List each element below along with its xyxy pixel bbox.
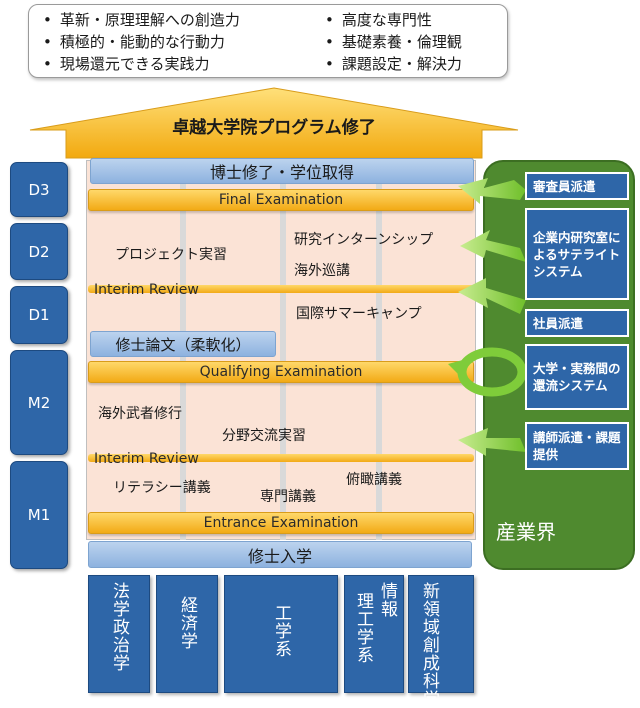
goal-item: 高度な専門性 bbox=[325, 10, 432, 30]
faculty-economics: 経済学 bbox=[156, 575, 218, 693]
activity-internship: 研究インターンシップ bbox=[294, 232, 434, 248]
activity-literacy: リテラシー講義 bbox=[113, 480, 211, 496]
activity-cross-field: 分野交流実習 bbox=[222, 428, 306, 444]
activity-project: プロジェクト実習 bbox=[115, 247, 227, 263]
qualifying-exam-band: Qualifying Examination bbox=[88, 361, 474, 383]
goal-item: 基礎素養・倫理観 bbox=[325, 32, 462, 52]
year-d1: D1 bbox=[10, 286, 68, 344]
doctor-completion-bar: 博士修了・学位取得 bbox=[90, 158, 474, 184]
year-d2: D2 bbox=[10, 223, 68, 280]
activity-summer-camp: 国際サマーキャンプ bbox=[296, 306, 422, 322]
industry-item-lecturers: 講師派遣・課題提供 bbox=[525, 422, 629, 470]
grid-divider bbox=[376, 160, 382, 540]
year-m2: M2 bbox=[10, 350, 68, 455]
master-thesis-bar: 修士論文（柔軟化） bbox=[90, 331, 276, 357]
final-exam-band: Final Examination bbox=[88, 189, 474, 211]
grid-divider bbox=[280, 160, 286, 540]
program-completion-title: 卓越大学院プログラム修了 bbox=[172, 118, 376, 138]
industry-item-judges: 審査員派遣 bbox=[525, 172, 629, 200]
faculty-engineering: 工学系 bbox=[224, 575, 338, 693]
competency-box: 革新・原理理解への創造力 積極的・能動的な行動力 現場還元できる実践力 高度な専… bbox=[28, 4, 508, 78]
faculty-newfield: 新領域創成科学 bbox=[408, 575, 474, 708]
entrance-exam-band: Entrance Examination bbox=[88, 512, 474, 534]
master-entry-bar: 修士入学 bbox=[88, 541, 472, 568]
activity-overseas-training: 海外武者修行 bbox=[98, 406, 182, 422]
interim-review-band bbox=[88, 454, 474, 462]
goal-item: 課題設定・解決力 bbox=[325, 54, 462, 74]
faculty-science-label: 理工学系 bbox=[353, 592, 373, 664]
activity-specialized: 専門講義 bbox=[260, 489, 316, 505]
faculty-info-label: 情報 bbox=[377, 582, 397, 618]
industry-arrows bbox=[448, 178, 527, 456]
faculty-law: 法学政治学 bbox=[88, 575, 150, 693]
interim-review-band bbox=[88, 285, 474, 293]
industry-item-satellite-lab: 企業内研究室によるサテライトシステム bbox=[525, 208, 629, 300]
goal-item: 革新・原理理解への創造力 bbox=[43, 10, 240, 30]
activity-overseas-tour: 海外巡講 bbox=[294, 263, 350, 279]
goal-item: 積極的・能動的な行動力 bbox=[43, 32, 225, 52]
goal-item: 現場還元できる実践力 bbox=[43, 54, 210, 74]
year-m1: M1 bbox=[10, 461, 68, 569]
faculty-science: 理工学系 情報 bbox=[344, 575, 404, 693]
industry-item-staff-dispatch: 社員派遣 bbox=[525, 309, 629, 337]
activity-overview: 俯瞰講義 bbox=[346, 472, 402, 488]
interim-review-label: Interim Review bbox=[94, 282, 199, 298]
year-d3: D3 bbox=[10, 162, 68, 217]
industry-label: 産業界 bbox=[496, 520, 556, 544]
interim-review-label: Interim Review bbox=[94, 451, 199, 467]
industry-item-circulation: 大学・実務間の還流システム bbox=[525, 344, 629, 410]
